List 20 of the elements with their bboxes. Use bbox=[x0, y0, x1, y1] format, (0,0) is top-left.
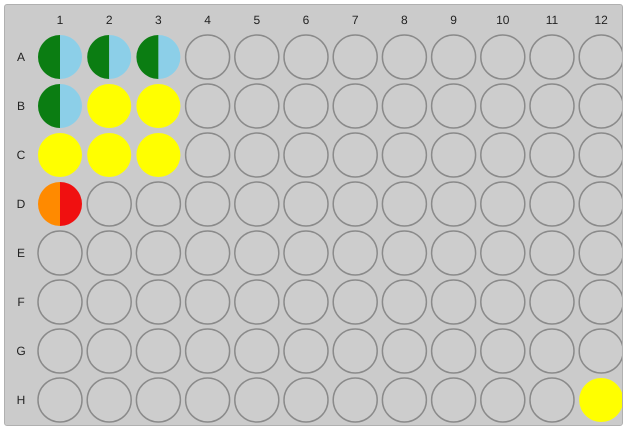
column-label: 2 bbox=[104, 13, 114, 27]
column-label: 10 bbox=[495, 13, 510, 27]
column-label: 6 bbox=[302, 13, 310, 27]
row-label: G bbox=[15, 344, 27, 358]
column-label: 7 bbox=[350, 13, 360, 27]
row-label: F bbox=[16, 295, 26, 309]
column-label: 1 bbox=[56, 13, 64, 27]
column-label: 5 bbox=[252, 13, 262, 27]
column-label: 8 bbox=[400, 13, 409, 27]
row-label: B bbox=[16, 99, 26, 113]
row-label: C bbox=[16, 148, 26, 162]
column-label: 3 bbox=[154, 13, 163, 27]
row-label: E bbox=[16, 246, 26, 260]
row-label: H bbox=[16, 393, 26, 407]
column-label: 9 bbox=[449, 13, 458, 27]
row-label: D bbox=[16, 197, 26, 211]
column-label: 4 bbox=[203, 13, 212, 27]
row-label: A bbox=[16, 50, 26, 64]
column-label: 11 bbox=[544, 13, 560, 27]
column-label: 12 bbox=[594, 13, 609, 27]
